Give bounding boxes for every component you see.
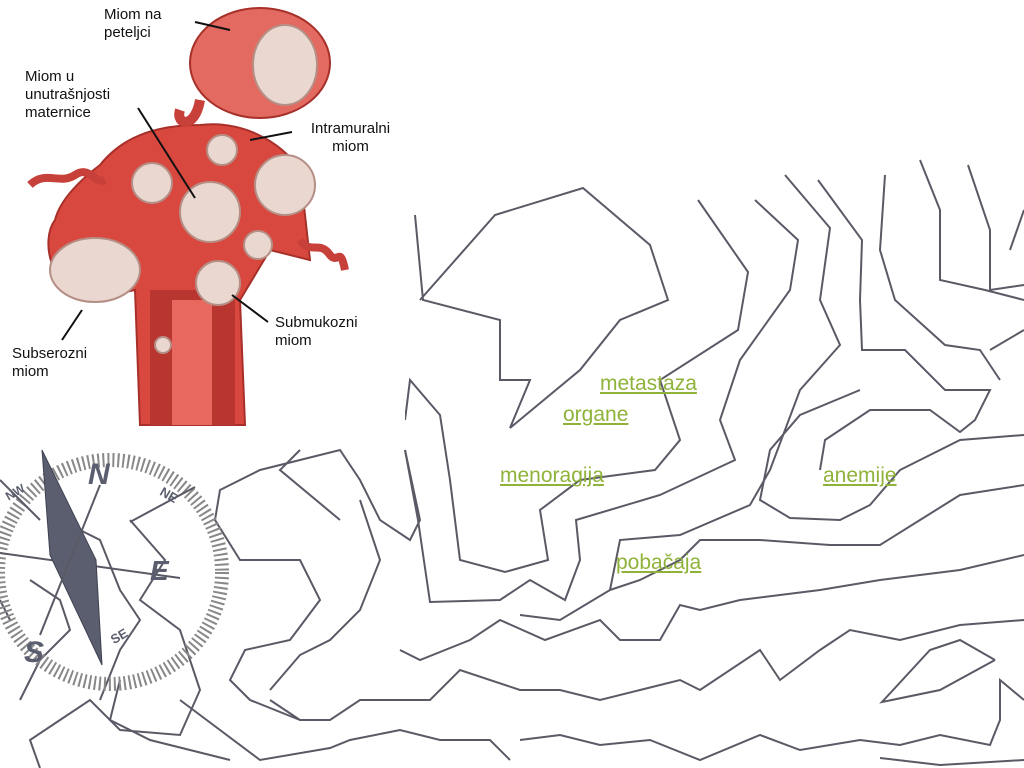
label-cavity-fibroid: Miom u unutrašnjosti maternice (25, 68, 111, 121)
cervical-canal (172, 300, 212, 425)
compass-axis-ns (39, 484, 101, 636)
label-submucosal-fibroid: Submukozni miom (275, 314, 358, 349)
left-tube (27, 168, 107, 189)
link-anemije[interactable]: anemije (823, 464, 897, 487)
leader-line (194, 21, 231, 31)
compass-southeast-label: SE (108, 625, 131, 647)
fibroid (206, 134, 238, 166)
small-fibroid (154, 336, 172, 354)
link-organe[interactable]: organe (563, 403, 629, 426)
cavity-fibroid (179, 181, 241, 243)
leader-line (231, 294, 269, 323)
fibroid-stalk (174, 98, 205, 127)
intramural-fibroid (254, 154, 316, 216)
submucosal-fibroid (195, 260, 241, 306)
label-subserosal-fibroid: Subserozni miom (12, 345, 88, 380)
label-intramural-fibroid: Intramuralni miom (310, 120, 391, 155)
uterus-drawing (27, 7, 349, 426)
compass-northeast-label: NE (157, 484, 180, 506)
fibroid (131, 162, 173, 204)
compass-northwest-label: NW (3, 481, 28, 503)
compass-east-label: E (150, 555, 170, 586)
fibroid (243, 230, 273, 260)
link-menoragija[interactable]: menoragija (500, 464, 604, 487)
link-pobacaja[interactable]: pobačaja (616, 551, 702, 574)
leader-line (137, 107, 196, 199)
leader-line (61, 309, 83, 341)
pedunculated-fibroid-cut (252, 24, 318, 106)
leader-line (249, 131, 293, 141)
link-metastaza[interactable]: metastaza (600, 372, 697, 395)
label-pedunculated-fibroid: Miom na peteljci (104, 6, 162, 41)
compass-ring (0, 453, 229, 691)
compass-south-label: S (24, 636, 44, 669)
compass-axis-nw (0, 479, 41, 521)
compass-north-label: N (88, 458, 111, 491)
subserosal-fibroid (49, 237, 141, 303)
compass-axis-ne (129, 486, 196, 523)
fibroid-illustration: Miom na peteljci Miom u unutrašnjosti ma… (0, 0, 405, 445)
right-tube (296, 237, 349, 271)
